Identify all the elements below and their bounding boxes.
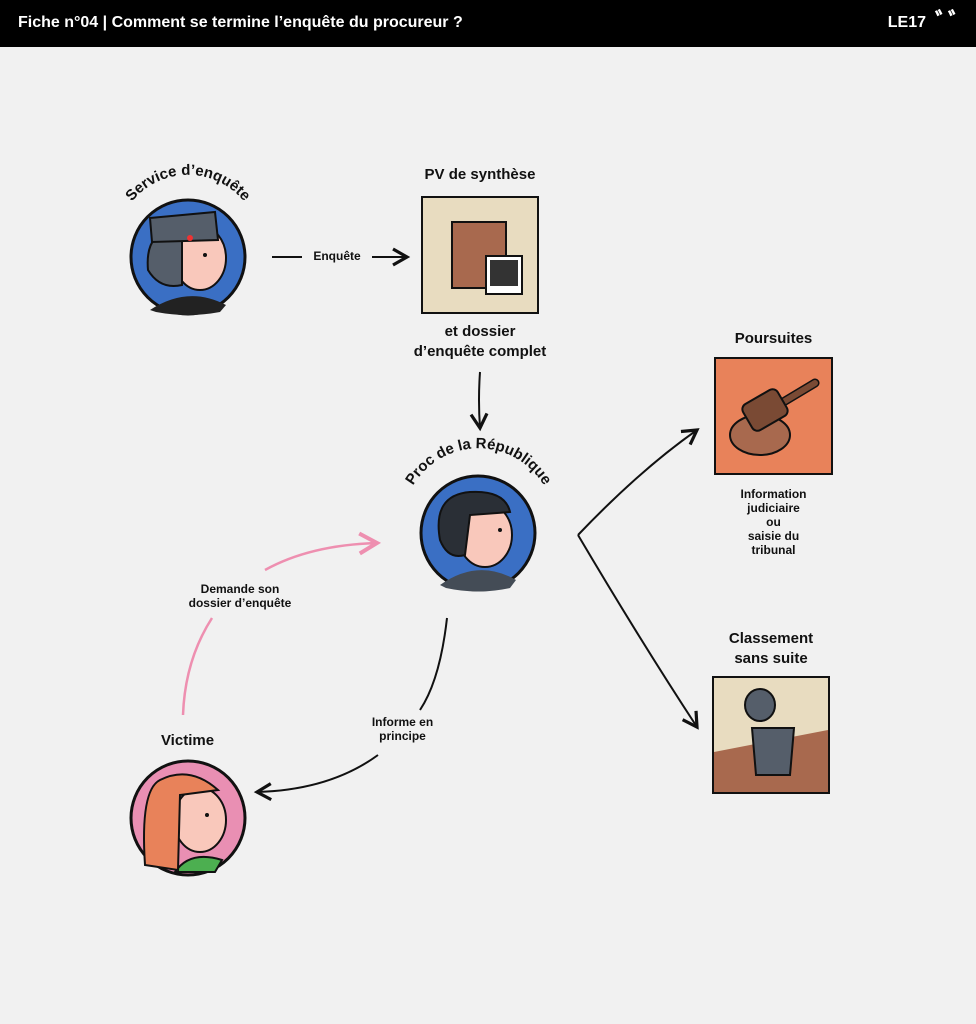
desc-line: tribunal [751, 543, 796, 557]
demande-arrow [264, 531, 382, 572]
desc-line: judiciaire [747, 501, 800, 515]
victime-label: Victime [160, 732, 215, 749]
pv-sublabel-1: et dossier [444, 323, 516, 340]
proc-avatar [419, 474, 537, 592]
brand-name: LE17 [887, 14, 926, 31]
classement-arrow [577, 534, 699, 730]
pv-illustration [421, 196, 539, 314]
poursuites-arrow [577, 428, 700, 536]
pv-label: PV de synthèse [424, 166, 536, 183]
informe-label: Informe en principe [350, 715, 455, 743]
enquete-label: Enquête [313, 249, 361, 263]
informe-line-1: Informe en [371, 715, 434, 729]
desc-line: saisie du [747, 529, 800, 543]
victime-avatar [129, 759, 247, 877]
service-avatar [129, 198, 247, 316]
header-bar: Fiche n°04 | Comment se termine l’enquêt… [0, 0, 976, 47]
demande-label: Demande son dossier d’enquête [165, 582, 315, 610]
logo: ﾞﾞ [934, 8, 961, 38]
desc-line: Information [740, 487, 807, 501]
poursuites-label: Poursuites [734, 330, 813, 347]
poursuites-illustration [714, 357, 833, 475]
poursuites-description: Information judiciaire ou saisie du trib… [715, 487, 832, 557]
pv-to-proc-arrow [469, 371, 489, 432]
pv-sublabel-2: d’enquête complet [413, 343, 547, 360]
demande-line-1: Demande son [200, 582, 280, 596]
service-label: Service d’enquête [122, 162, 254, 205]
demande-arrow-start [181, 617, 214, 716]
informe-arrow-start [419, 617, 448, 711]
classement-label-1: Classement [728, 630, 814, 647]
desc-line: ou [766, 515, 781, 529]
classement-illustration [712, 676, 830, 794]
informe-arrow [253, 754, 379, 802]
informe-line-2: principe [379, 729, 426, 743]
page-title: Fiche n°04 | Comment se termine l’enquêt… [18, 14, 463, 31]
classement-label-2: sans suite [734, 650, 808, 667]
demande-line-2: dossier d’enquête [188, 596, 292, 610]
